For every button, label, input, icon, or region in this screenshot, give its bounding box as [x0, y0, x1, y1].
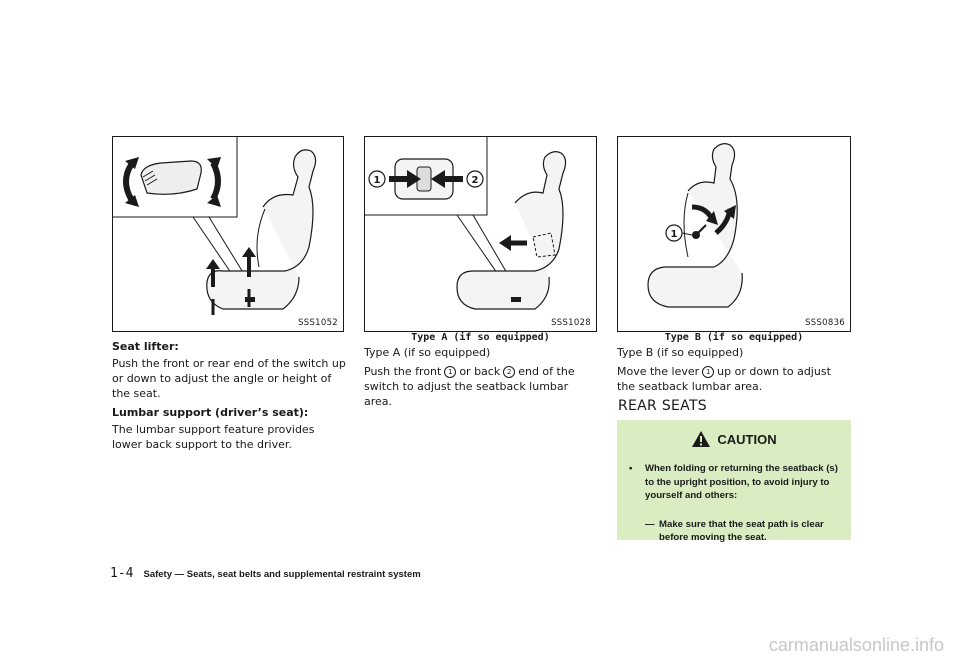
svg-text:2: 2 [472, 175, 479, 186]
type-a-text-mid: or back [459, 365, 501, 378]
page-footer: 1-4 Safety — Seats, seat belts and supple… [110, 562, 421, 581]
svg-text:1: 1 [374, 175, 381, 186]
svg-text:1: 1 [671, 229, 678, 240]
caution-sub-item-text: Make sure that the seat path is clear be… [659, 519, 824, 543]
figure-code: SSS1028 [551, 318, 591, 328]
type-b-text-start: Move the lever [617, 365, 700, 378]
seat-lifter-text: Push the front or rear end of the switch… [112, 357, 346, 400]
caution-box: CAUTION • When folding or returning the … [617, 420, 851, 543]
footer-title: Safety — Seats, seat belts and supplemen… [143, 569, 421, 580]
figure-seat-lifter: SSS1052 [112, 136, 344, 332]
figure-type-b: 1 SSS0836 [617, 136, 851, 332]
warning-triangle-icon [691, 430, 711, 451]
lumbar-type-b-illustration: 1 [647, 143, 743, 308]
callout-1-icon: 1 [702, 366, 715, 378]
seat-lifter-section: Seat lifter: Push the front or rear end … [112, 339, 346, 456]
type-b-text-end: up or down to adjust the seatback lumbar… [617, 365, 831, 393]
caution-title: CAUTION [617, 430, 851, 451]
caution-item-text: When folding or returning the seatback (… [645, 463, 838, 501]
caution-label: CAUTION [717, 432, 777, 447]
type-a-text-start: Push the front [364, 365, 442, 378]
figure-code: SSS1052 [298, 318, 338, 328]
lumbar-support-text: The lumbar support feature provides lowe… [112, 423, 315, 451]
bullet: • [629, 463, 633, 474]
type-a-line: Type A (if so equipped) [364, 346, 491, 359]
page-number: 1-4 [110, 566, 134, 581]
figure-type-a: 1 2 SSS1028 [364, 136, 597, 332]
lumbar-support-heading: Lumbar support (driver’s seat): [112, 406, 309, 419]
figure-code: SSS0836 [805, 318, 845, 328]
callout-2-icon: 2 [503, 366, 516, 378]
watermark: carmanualsonline.info [768, 635, 944, 655]
rear-seats-heading: REAR SEATS [618, 398, 707, 414]
seat-lifter-illustration [113, 137, 317, 315]
callout-1-icon: 1 [444, 366, 457, 378]
dash: — [645, 519, 655, 530]
caution-sub-item: — Make sure that the seat path is clear … [645, 518, 841, 544]
type-a-text-end: end of the switch to adjust the seatback… [364, 365, 575, 408]
lumbar-type-a-illustration: 1 2 [365, 137, 567, 310]
caution-item: • When folding or returning the seatback… [629, 462, 841, 503]
figure-caption: Type A (if so equipped) [411, 332, 550, 343]
seat-lifter-heading: Seat lifter: [112, 340, 179, 353]
type-b-line: Type B (if so equipped) [617, 346, 744, 359]
figure-caption: Type B (if so equipped) [664, 332, 804, 343]
